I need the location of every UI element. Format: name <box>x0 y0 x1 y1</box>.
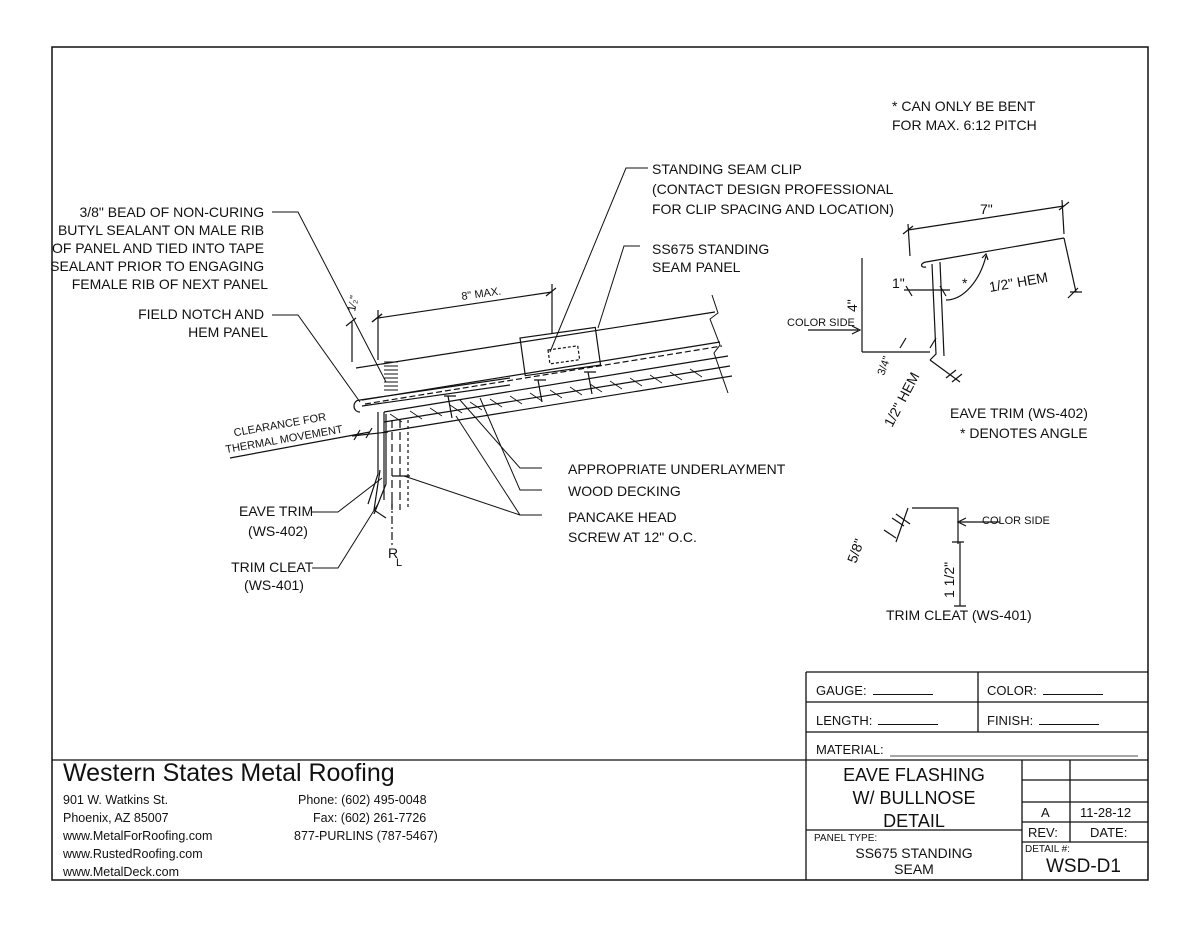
dim-1: 1" <box>892 275 905 291</box>
dim-4: 4" <box>844 299 860 312</box>
finish-label: FINISH: <box>987 713 1034 728</box>
pancake-screw-callout: PANCAKE HEAD SCREW AT 12" O.C. <box>568 509 697 545</box>
gauge-field: GAUGE: <box>816 683 933 698</box>
color-side-cleat: COLOR SIDE <box>982 515 1050 527</box>
panel-type-line-2: SEAM <box>894 861 934 877</box>
dim-half-hem-top: 1/2" HEM <box>988 269 1049 295</box>
angle-mark: * <box>962 275 968 291</box>
wood-decking-callout: WOOD DECKING <box>568 483 681 499</box>
company-name: Western States Metal Roofing <box>63 759 395 787</box>
pitch-note: * CAN ONLY BE BENT FOR MAX. 6:12 PITCH <box>892 98 1039 133</box>
trim-cleat-callout: TRIM CLEAT (WS-401) <box>231 559 317 593</box>
field-notch-callout: FIELD NOTCH AND HEM PANEL <box>138 306 268 340</box>
detail-label: DETAIL #: <box>1025 844 1071 855</box>
sheet-border <box>51 46 1149 881</box>
panel-type-label: PANEL TYPE: <box>814 833 878 844</box>
fax: Fax: (602) 261-7726 <box>313 811 427 825</box>
color-blank[interactable] <box>1042 684 1103 695</box>
date-value: 11-28-12 <box>1080 805 1132 820</box>
eave-trim-detail-subtitle: * DENOTES ANGLE <box>960 425 1088 441</box>
rev-value: A <box>1041 805 1050 820</box>
material-label: MATERIAL: <box>816 742 884 757</box>
website-2[interactable]: www.RustedRoofing.com <box>63 847 203 861</box>
trim-cleat-detail-labels: COLOR SIDE 5/8" 1 1/2" TRIM CLEAT (WS-40… <box>844 515 1050 623</box>
ss675-panel-callout: SS675 STANDING SEAM PANEL <box>652 241 773 275</box>
dim-1-1-2: 1 1/2" <box>941 562 957 598</box>
website-3[interactable]: www.MetalDeck.com <box>63 865 179 879</box>
eave-trim-detail <box>808 199 1082 383</box>
address-line-1: 901 W. Watkins St. <box>63 793 169 807</box>
eave-trim-callout: EAVE TRIM (WS-402) <box>239 503 317 539</box>
centerline-label: R <box>388 545 398 561</box>
eave-trim-detail-title: EAVE TRIM (WS-402) <box>950 405 1088 421</box>
finish-blank[interactable] <box>1039 714 1100 725</box>
dim-5-8: 5/8" <box>844 537 867 565</box>
length-label: LENGTH: <box>816 713 873 728</box>
gauge-blank[interactable] <box>872 684 933 695</box>
trim-cleat-detail-title: TRIM CLEAT (WS-401) <box>886 607 1032 623</box>
panel-type-value: SS675 STANDING SEAM <box>808 845 1020 877</box>
color-side-eave: COLOR SIDE <box>787 317 855 329</box>
drawing-title-line-2: W/ BULLNOSE <box>852 788 976 808</box>
address-line-2: Phoenix, AZ 85007 <box>63 811 169 825</box>
color-field: COLOR: <box>987 683 1103 698</box>
finish-field: FINISH: <box>987 713 1100 728</box>
drawing-title-line-1: EAVE FLASHING <box>843 765 985 785</box>
leader-lines <box>272 167 648 569</box>
drawing-title: EAVE FLASHING W/ BULLNOSE DETAIL <box>808 764 1020 833</box>
dim-7: 7" <box>980 201 993 217</box>
color-label: COLOR: <box>987 683 1037 698</box>
website-1[interactable]: www.MetalForRoofing.com <box>63 829 213 843</box>
detail-number: WSD-D1 <box>1046 856 1121 877</box>
drawing-title-line-3: DETAIL <box>883 811 945 831</box>
underlayment-callout: APPROPRIATE UNDERLAYMENT <box>568 461 786 477</box>
eave-section-labels: 3/8" BEAD OF NON-CURING BUTYL SEALANT ON… <box>50 161 897 593</box>
trim-cleat-detail <box>883 507 1000 607</box>
dim-8-max: 8" MAX. <box>461 286 502 303</box>
centerline-sub: L <box>396 557 402 569</box>
panel-type-line-1: SS675 STANDING <box>855 845 973 861</box>
dim-3-4: 3/4" <box>876 355 894 377</box>
length-blank[interactable] <box>878 714 939 725</box>
date-label: DATE: <box>1090 825 1128 840</box>
phone: Phone: (602) 495-0048 <box>298 793 427 807</box>
gauge-label: GAUGE: <box>816 683 867 698</box>
clearance-callout: CLEARANCE FOR THERMAL MOVEMENT <box>222 409 344 456</box>
dim-half-hem-bottom: 1/2" HEM <box>881 369 923 429</box>
dim-half-inch: 1⁄₂" <box>346 294 361 312</box>
length-field: LENGTH: <box>816 713 939 728</box>
bead-callout: 3/8" BEAD OF NON-CURING BUTYL SEALANT ON… <box>50 204 268 292</box>
toll-free: 877-PURLINS (787-5467) <box>294 829 438 843</box>
standing-seam-clip-callout: STANDING SEAM CLIP (CONTACT DESIGN PROFE… <box>652 161 897 217</box>
rev-label: REV: <box>1028 825 1058 840</box>
eave-trim-detail-labels: 7" 1" 4" 1/2" HEM * 3/4" 1/2" HEM COLOR … <box>787 201 1088 441</box>
title-block-grid <box>52 671 1148 880</box>
